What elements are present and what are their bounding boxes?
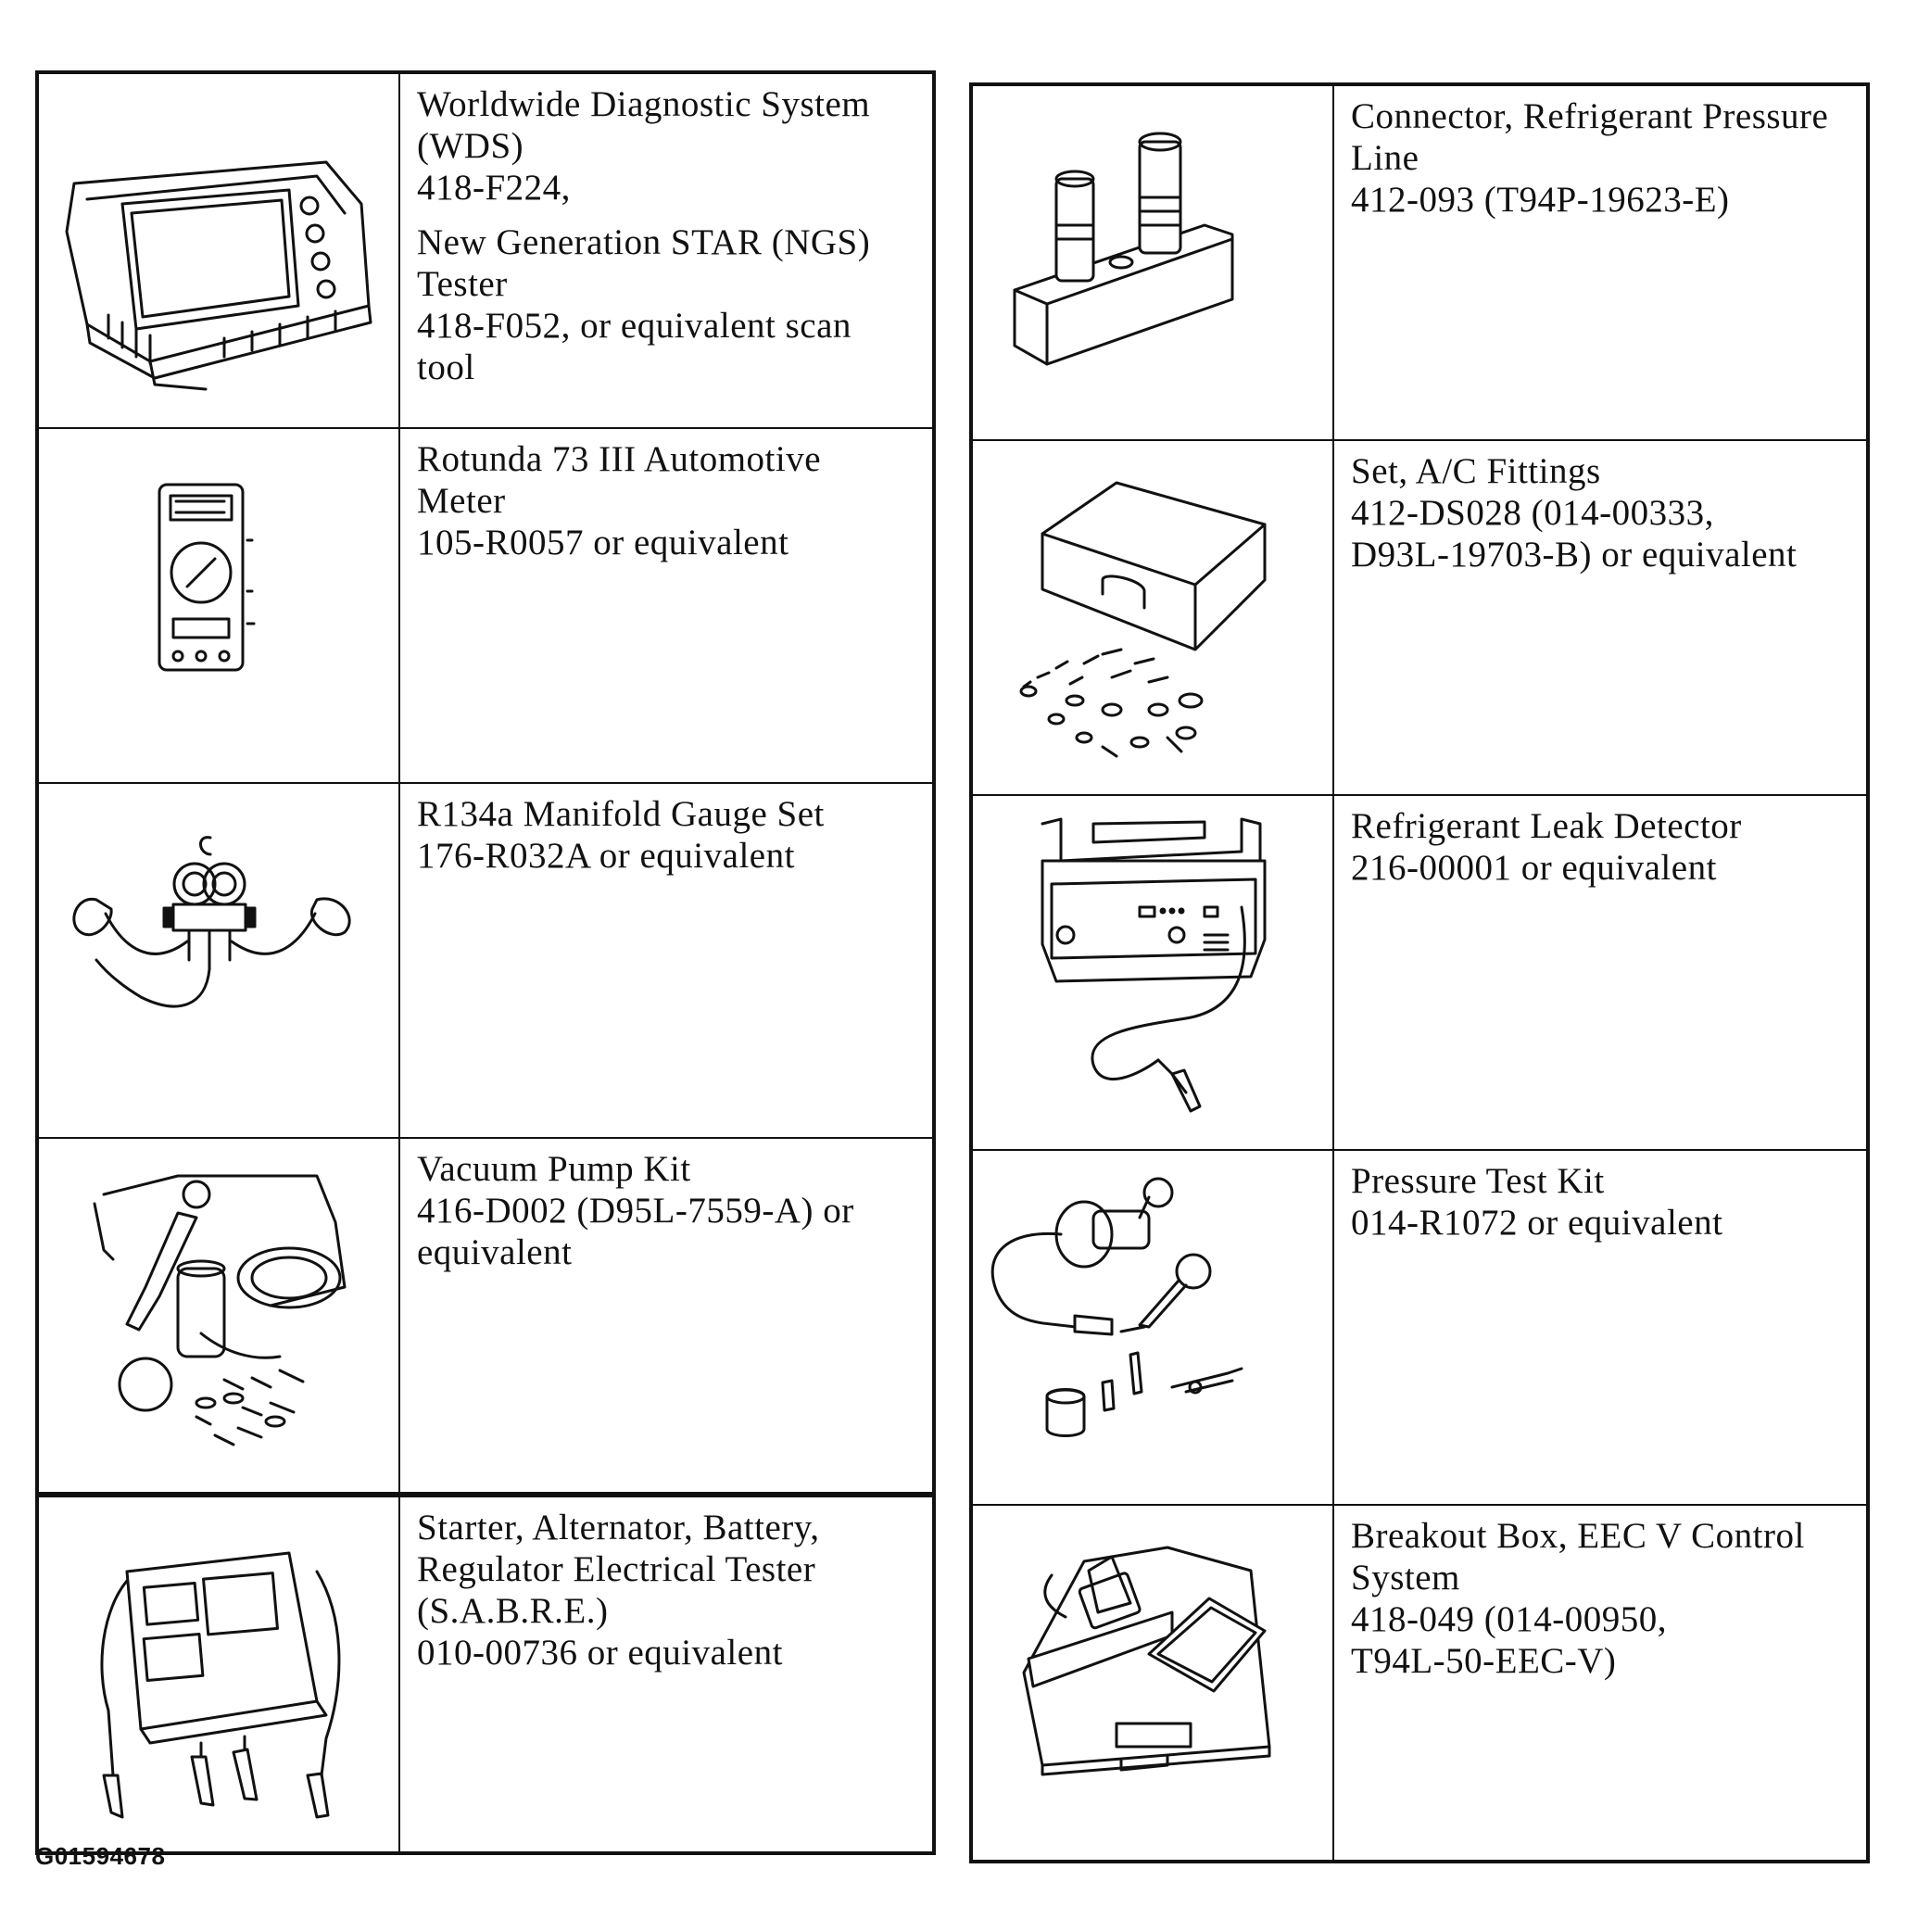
tool-line: Regulator Electrical Tester <box>417 1549 816 1589</box>
tool-line: 216-00001 or equivalent <box>1351 848 1717 888</box>
tool-line: Connector, Refrigerant Pressure <box>1351 96 1829 136</box>
tool-line: 418-F052, or equivalent scan <box>417 306 852 346</box>
pressure-line-connector-icon <box>1013 132 1234 366</box>
multimeter-icon <box>158 483 256 672</box>
tool-row-sabre: Starter, Alternator, Battery, Regulator … <box>36 1492 935 1854</box>
tool-description-cell: Connector, Refrigerant Pressure Line 412… <box>1332 83 1869 441</box>
right-tool-table: Connector, Refrigerant Pressure Line 412… <box>969 82 1870 1863</box>
leak-detector-icon <box>1041 817 1267 1113</box>
tool-line: New Generation STAR (NGS) <box>417 222 871 262</box>
tool-row-gauge-set: R134a Manifold Gauge Set 176-R032A or eq… <box>36 782 935 1139</box>
tool-line: Vacuum Pump Kit <box>417 1149 691 1189</box>
tool-line: System <box>1351 1558 1460 1597</box>
tool-row-pressure-test-kit: Pressure Test Kit 014-R1072 or equivalen… <box>970 1149 1869 1506</box>
tool-description-cell: R134a Manifold Gauge Set 176-R032A or eq… <box>398 782 935 1139</box>
tool-line: Starter, Alternator, Battery, <box>417 1508 820 1547</box>
vacuum-pump-icon <box>93 1174 347 1446</box>
tool-line: 412-DS028 (014-00333, <box>1351 493 1714 533</box>
tool-line: 014-R1072 or equivalent <box>1351 1203 1723 1243</box>
electrical-tester-icon <box>100 1551 341 1819</box>
tool-line: tool <box>417 347 475 387</box>
tool-image-cell <box>970 1149 1334 1506</box>
tool-line: 412-093 (T94P-19623-E) <box>1351 180 1730 220</box>
tool-description-cell: Rotunda 73 III Automotive Meter 105-R005… <box>398 427 935 784</box>
tool-row-leak-detector: Refrigerant Leak Detector 216-00001 or e… <box>970 794 1869 1151</box>
tool-line: 416-D002 (D95L-7559-A) or <box>417 1191 854 1231</box>
tool-image-cell <box>970 1504 1334 1863</box>
tool-description-cell: Worldwide Diagnostic System (WDS) 418-F2… <box>398 71 935 429</box>
scan-tool-icon <box>65 160 372 391</box>
tool-line: (S.A.B.R.E.) <box>417 1591 609 1631</box>
tool-description-cell: Refrigerant Leak Detector 216-00001 or e… <box>1332 794 1869 1151</box>
tool-image-cell <box>36 1137 400 1496</box>
tool-line: D93L-19703-B) or equivalent <box>1351 535 1798 575</box>
tool-description-cell: Breakout Box, EEC V Control System 418-0… <box>1332 1504 1869 1863</box>
tool-line: Pressure Test Kit <box>1351 1161 1605 1201</box>
tool-row-breakout-box: Breakout Box, EEC V Control System 418-0… <box>970 1504 1869 1863</box>
tool-line: Meter <box>417 481 506 521</box>
left-tool-table: Worldwide Diagnostic System (WDS) 418-F2… <box>35 70 936 1855</box>
tool-line: Tester <box>417 264 508 304</box>
fittings-case-icon <box>1019 481 1267 758</box>
tool-line: 105-R0057 or equivalent <box>417 523 789 562</box>
tool-row-ac-fittings: Set, A/C Fittings 412-DS028 (014-00333, … <box>970 439 1869 796</box>
tool-description-cell: Starter, Alternator, Battery, Regulator … <box>398 1492 935 1854</box>
tool-line: (WDS) <box>417 126 524 166</box>
pressure-test-kit-icon <box>990 1177 1243 1437</box>
tool-line: 176-R032A or equivalent <box>417 836 795 876</box>
tool-row-vacuum-pump: Vacuum Pump Kit 416-D002 (D95L-7559-A) o… <box>36 1137 935 1496</box>
tool-image-cell <box>970 439 1334 796</box>
breakout-box-icon <box>1022 1546 1271 1776</box>
tool-line: 418-F224, <box>417 168 571 208</box>
tool-line: Set, A/C Fittings <box>1351 451 1601 491</box>
tool-description-cell: Set, A/C Fittings 412-DS028 (014-00333, … <box>1332 439 1869 796</box>
figure-id: G01594678 <box>35 1842 166 1870</box>
tool-image-cell <box>36 71 400 429</box>
tool-image-cell <box>36 782 400 1139</box>
tool-image-cell <box>36 427 400 784</box>
tool-image-cell <box>970 794 1334 1151</box>
tool-line: Worldwide Diagnostic System <box>417 84 871 124</box>
tool-row-meter: Rotunda 73 III Automotive Meter 105-R005… <box>36 427 935 784</box>
tool-image-cell <box>36 1492 400 1854</box>
tool-description-cell: Vacuum Pump Kit 416-D002 (D95L-7559-A) o… <box>398 1137 935 1496</box>
tool-line: Rotunda 73 III Automotive <box>417 439 822 479</box>
tool-line: equivalent <box>417 1232 573 1272</box>
tool-line: 418-049 (014-00950, <box>1351 1599 1667 1639</box>
tool-line: R134a Manifold Gauge Set <box>417 794 825 834</box>
tool-line: 010-00736 or equivalent <box>417 1633 783 1673</box>
tool-line: Line <box>1351 138 1419 178</box>
tool-line: Refrigerant Leak Detector <box>1351 806 1742 846</box>
tool-description-cell: Pressure Test Kit 014-R1072 or equivalen… <box>1332 1149 1869 1506</box>
tool-line: Breakout Box, EEC V Control <box>1351 1516 1805 1556</box>
manifold-gauge-icon <box>72 836 351 1008</box>
tool-row-wds: Worldwide Diagnostic System (WDS) 418-F2… <box>36 71 935 429</box>
tool-image-cell <box>970 83 1334 441</box>
tool-row-pressure-connector: Connector, Refrigerant Pressure Line 412… <box>970 83 1869 441</box>
tool-line: T94L-50-EEC-V) <box>1351 1641 1617 1681</box>
